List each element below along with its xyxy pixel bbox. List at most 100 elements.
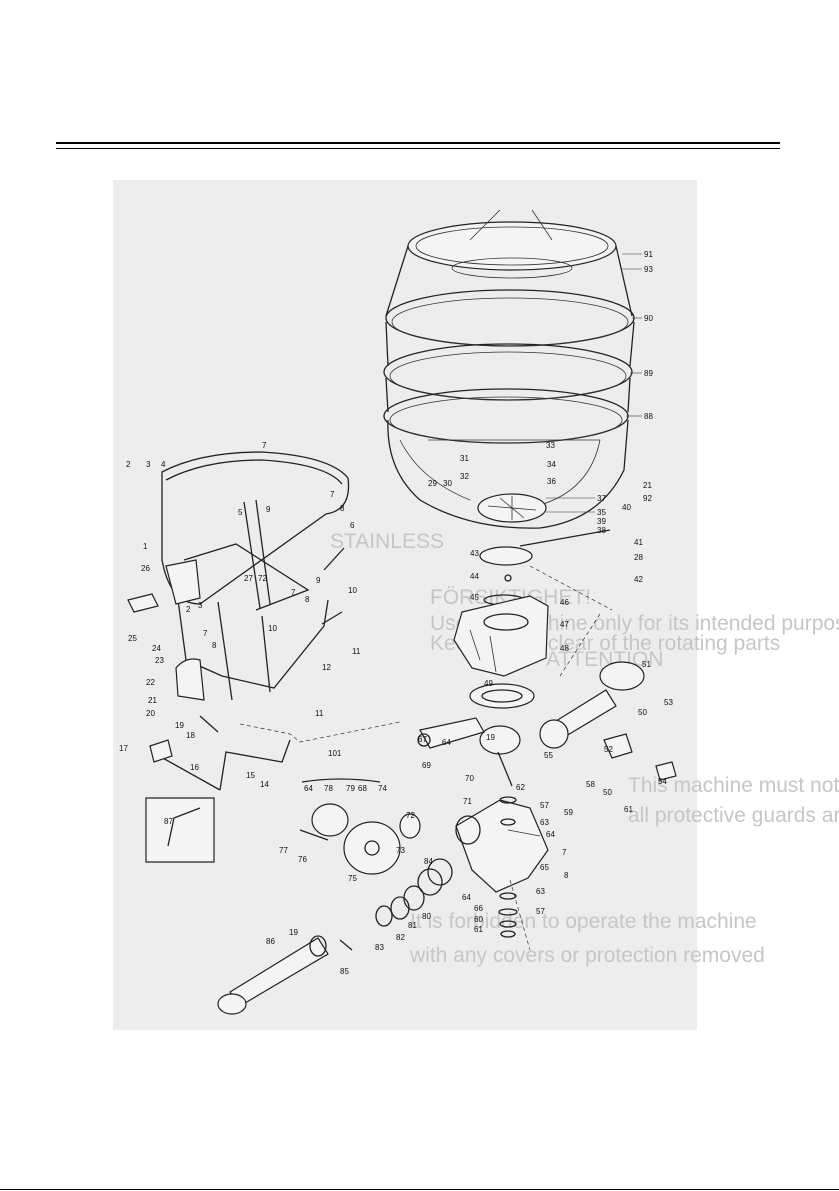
callout-44: 44: [470, 572, 479, 581]
bracket-1: [165, 559, 201, 605]
seal-rings: [375, 858, 453, 927]
chassis-frame: [127, 451, 350, 701]
bearing-ring: [469, 683, 535, 709]
bracket-boss: [455, 815, 481, 845]
shaft-55: [497, 751, 513, 787]
callout-21: 21: [148, 696, 157, 705]
drum-assembly: [383, 209, 635, 529]
crank-rod-16: [151, 739, 291, 791]
callout-7b: 7: [330, 490, 335, 499]
callout-8b: 8: [305, 595, 310, 604]
callout-63b: 63: [536, 887, 545, 896]
crank-handle: [149, 715, 291, 791]
pto-yoke: [217, 993, 247, 1015]
callout-52: 52: [604, 745, 613, 754]
callout-6: 6: [350, 521, 355, 530]
callout-18: 18: [186, 731, 195, 740]
callout-11b: 11: [315, 709, 324, 718]
callout-3b: 3: [198, 601, 203, 610]
callout-101: 101: [328, 749, 342, 758]
frame-arms: [321, 547, 345, 625]
callout-22: 22: [146, 678, 155, 687]
callout-35: 35: [597, 508, 606, 517]
dash-line-42: [529, 565, 613, 611]
callout-45: 45: [470, 593, 479, 602]
ring-90-sides: [385, 321, 635, 367]
callout-16: 16: [190, 763, 199, 772]
callout-58: 58: [586, 780, 595, 789]
drum-top-rim: [407, 221, 617, 271]
plate-75-center: [364, 840, 380, 856]
callout-64d: 64: [462, 893, 471, 902]
drive-tube: [539, 661, 677, 781]
page-bottom-rule: [0, 1189, 839, 1190]
washer-44: [504, 574, 512, 582]
callout-85: 85: [340, 967, 349, 976]
bg-text-1: STAINLESS: [330, 530, 444, 553]
frame-strut-9: [243, 499, 271, 609]
callout-37: 37: [597, 494, 606, 503]
callout-32: 32: [460, 472, 469, 481]
callout-7a: 7: [262, 441, 267, 450]
callout-50: 50: [638, 708, 647, 717]
lever-body: [419, 717, 485, 749]
drum-top-sides: [385, 245, 633, 317]
callout-64b: 64: [442, 738, 451, 747]
ring-80: [417, 868, 443, 896]
pto-group-101: [145, 778, 421, 875]
callout-17: 17: [119, 744, 128, 753]
bg-text-9: with any covers or protection removed: [409, 944, 765, 967]
ring-89-sides: [385, 377, 631, 413]
callout-1: 1: [143, 542, 148, 551]
ring-89-inner: [389, 351, 627, 401]
header-rule-thick: [56, 142, 780, 144]
guide-lines: [239, 613, 601, 951]
callout-71: 71: [463, 797, 472, 806]
callout-57: 57: [540, 801, 549, 810]
callout-77: 77: [279, 846, 288, 855]
coupling-72: [399, 813, 421, 839]
ring-82: [390, 896, 410, 920]
callout-3: 3: [146, 460, 151, 469]
callout-51: 51: [642, 660, 651, 669]
callout-73: 73: [396, 846, 405, 855]
callout-64c: 64: [546, 830, 555, 839]
clip-54: [655, 761, 677, 781]
callout-66: 66: [474, 904, 483, 913]
bleed-through-text: STAINLESS FÖRSIKTIGHET! ATTENTION Use th…: [330, 530, 839, 967]
callout-49: 49: [484, 679, 493, 688]
callout-33: 33: [546, 441, 555, 450]
callout-83: 83: [375, 943, 384, 952]
callout-72: 72: [258, 574, 267, 583]
callout-87: 87: [164, 817, 173, 826]
callout-78: 78: [324, 784, 333, 793]
callout-80: 80: [422, 912, 431, 921]
housing-body: [453, 595, 549, 677]
disc-spokes: [487, 496, 537, 520]
callout-15: 15: [246, 771, 255, 780]
frame-legs: [217, 601, 271, 701]
callout-46: 46: [560, 598, 569, 607]
lever-eye: [417, 733, 431, 747]
bracket-rib: [507, 829, 541, 837]
drum-inner-cone: [451, 257, 573, 279]
pin-77: [299, 829, 329, 841]
callout-86: 86: [266, 937, 275, 946]
plate-75: [343, 821, 401, 875]
callout-50b: 50: [603, 788, 612, 797]
frame-cross: [183, 543, 310, 611]
callout-79: 79: [346, 784, 355, 793]
leader-lines: [546, 253, 642, 513]
callout-70: 70: [465, 774, 474, 783]
bearing-inner: [481, 689, 523, 703]
callout-10b: 10: [268, 624, 277, 633]
callout-60: 60: [474, 915, 483, 924]
callout-8c: 8: [212, 641, 217, 650]
callout-75: 75: [348, 874, 357, 883]
callout-69: 69: [422, 761, 431, 770]
callout-7d: 7: [203, 629, 208, 638]
callout-84: 84: [424, 857, 433, 866]
drum-top-inner: [415, 226, 609, 266]
callout-25: 25: [128, 634, 137, 643]
